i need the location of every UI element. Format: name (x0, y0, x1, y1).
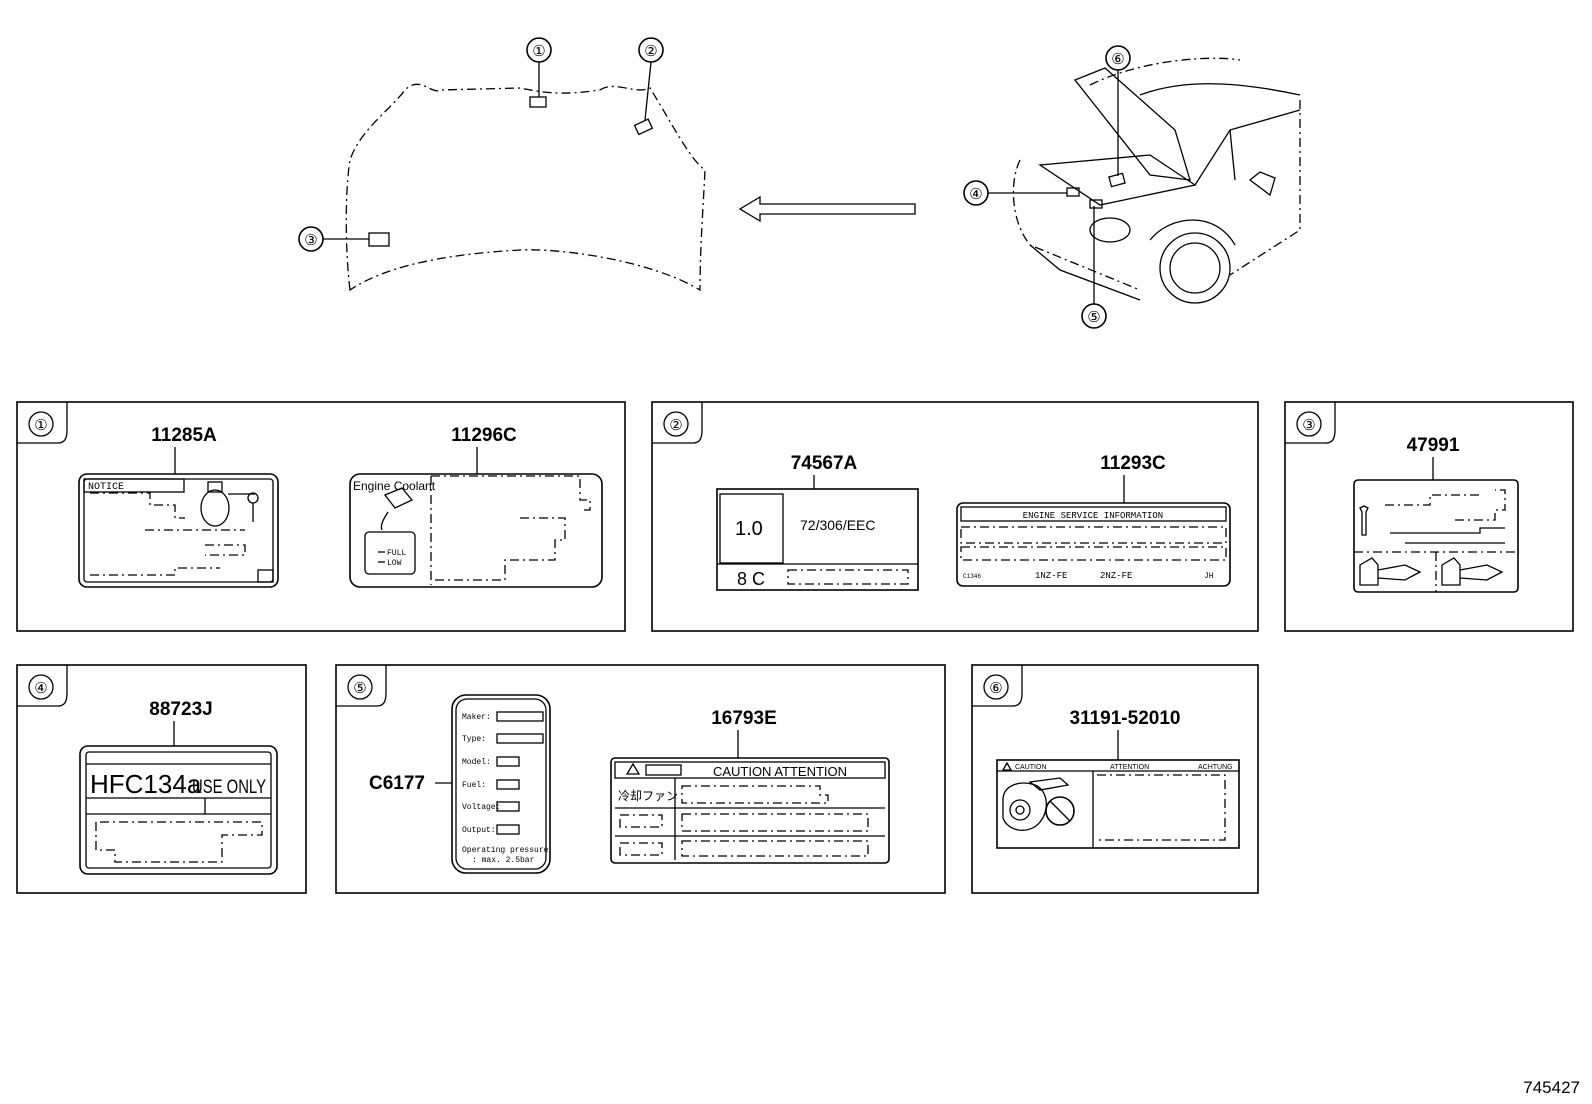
panel-marker: ⑥ (989, 680, 1002, 697)
part-number: 11296C (451, 425, 517, 446)
svg-text:FULL: FULL (387, 549, 406, 558)
svg-text:④: ④ (969, 186, 982, 203)
label-location-5 (1089, 199, 1103, 209)
panel-2: ② 74567A 1.0 72/306/EEC 8 C 11293C ENGIN… (651, 401, 1259, 632)
part-number: 11293C (1100, 453, 1166, 474)
svg-text:冷却ファン: 冷却ファン (618, 789, 678, 803)
panel-marker: ⑤ (353, 680, 366, 697)
label-88723J (79, 745, 278, 875)
svg-text:⑥: ⑥ (1111, 51, 1124, 68)
panel-marker: ④ (34, 680, 47, 697)
svg-text:ENGINE SERVICE INFORMATION: ENGINE SERVICE INFORMATION (1023, 511, 1163, 521)
part-number: 74567A (791, 453, 858, 474)
label-location-3 (368, 232, 390, 247)
svg-text:Model:: Model: (462, 758, 491, 767)
panel-3: ③ 47991 (1284, 401, 1574, 632)
panel-marker: ① (34, 417, 47, 434)
label-C6177 (451, 694, 551, 874)
label-location-6 (1108, 172, 1126, 188)
figure-number: 745427 (1523, 1078, 1580, 1097)
part-number: 31191-52010 (1070, 708, 1181, 729)
svg-text:ACHTUNG: ACHTUNG (1198, 764, 1233, 771)
svg-text:1.0: 1.0 (735, 518, 763, 540)
svg-text:USE ONLY: USE ONLY (192, 777, 266, 798)
callout-3: ③ (298, 226, 324, 252)
callout-6: ⑥ (1105, 45, 1131, 71)
hood-drawing: ① ② ③ (298, 37, 706, 292)
panel-1: ① 11285A NOTICE 11296C Engine Coolant FU… (16, 401, 626, 632)
callout-2: ② (638, 37, 664, 63)
direction-arrow (738, 195, 916, 223)
callout-1: ① (526, 37, 552, 63)
svg-text:LOW: LOW (387, 559, 402, 568)
svg-text:HFC134a: HFC134a (90, 769, 202, 799)
svg-text:CAUTION ATTENTION: CAUTION ATTENTION (713, 764, 847, 779)
label-11296C (349, 473, 603, 588)
svg-text:ATTENTION: ATTENTION (1110, 764, 1149, 771)
svg-text:72/306/EEC: 72/306/EEC (800, 517, 876, 533)
svg-text:Voltage:: Voltage: (462, 803, 500, 812)
part-number: C6177 (369, 773, 425, 794)
svg-text:Fuel:: Fuel: (462, 781, 486, 790)
svg-text:C1346: C1346 (963, 573, 981, 580)
svg-text:Maker:: Maker: (462, 713, 491, 722)
panel-5: ⑤ C6177 Maker: Type: Model: Fuel: Voltag… (335, 664, 946, 894)
label-31191-52010 (996, 759, 1240, 849)
svg-text:1NZ-FE: 1NZ-FE (1035, 571, 1067, 581)
svg-text:Type:: Type: (462, 735, 486, 744)
svg-text:: max. 2.5bar: : max. 2.5bar (472, 856, 535, 865)
label-16793E (610, 757, 890, 864)
svg-text:③: ③ (304, 232, 317, 249)
svg-text:Output:: Output: (462, 826, 496, 835)
panel-6: ⑥ 31191-52010 CAUTION ATTENTION ACHTUNG (971, 664, 1259, 894)
panel-marker: ③ (1302, 417, 1315, 434)
svg-text:Engine Coolant: Engine Coolant (353, 479, 436, 493)
svg-text:②: ② (644, 43, 657, 60)
label-74567A (716, 488, 919, 591)
part-number: 88723J (149, 699, 212, 720)
car-drawing: ⑥ ④ ⑤ (963, 45, 1301, 329)
part-number: 47991 (1407, 435, 1460, 456)
svg-text:2NZ-FE: 2NZ-FE (1100, 571, 1132, 581)
label-location-2 (633, 118, 654, 136)
callout-5: ⑤ (1081, 303, 1107, 329)
part-number: 16793E (711, 708, 777, 729)
svg-text:⑤: ⑤ (1087, 309, 1100, 326)
panel-marker: ② (669, 417, 682, 434)
label-11293C (956, 502, 1231, 587)
panel-4: ④ 88723J HFC134a USE ONLY (16, 664, 307, 894)
svg-text:NOTICE: NOTICE (88, 482, 124, 493)
label-location-1 (529, 96, 547, 108)
svg-text:①: ① (532, 43, 545, 60)
svg-text:Operating pressure: Operating pressure (462, 846, 549, 855)
label-location-4 (1066, 187, 1080, 197)
part-number: 11285A (151, 425, 217, 446)
svg-text:JH: JH (1204, 572, 1214, 581)
callout-4: ④ (963, 180, 989, 206)
svg-text:8 C: 8 C (737, 569, 765, 589)
svg-text:CAUTION: CAUTION (1015, 764, 1047, 771)
